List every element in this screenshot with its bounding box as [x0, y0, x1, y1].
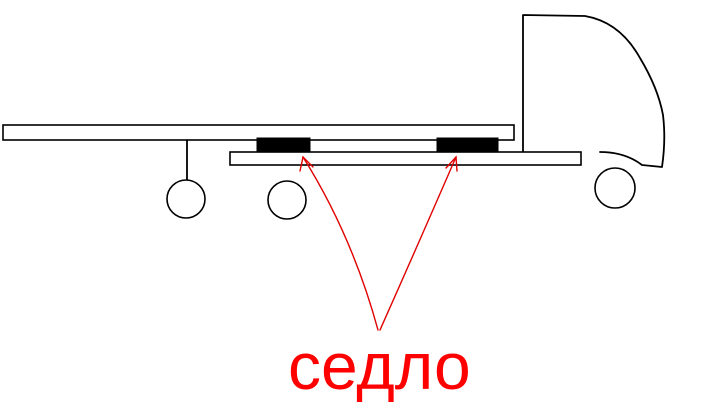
truck-chassis — [229, 151, 582, 166]
truck-front-wheel — [594, 167, 636, 209]
arrow-head-rear — [299, 155, 314, 172]
arrow-to-rear-saddle — [302, 156, 379, 331]
trailer-landing-wheel — [166, 179, 206, 219]
truck-rear-wheel — [267, 180, 307, 220]
truck-cab — [522, 14, 666, 168]
saddle-label: седло — [288, 329, 471, 403]
pointer-arrows — [299, 155, 458, 331]
saddle-plate-rear — [256, 137, 311, 152]
saddle-plate-front — [436, 137, 499, 152]
arrow-head-front — [445, 155, 458, 172]
arrow-to-front-saddle — [379, 156, 457, 331]
